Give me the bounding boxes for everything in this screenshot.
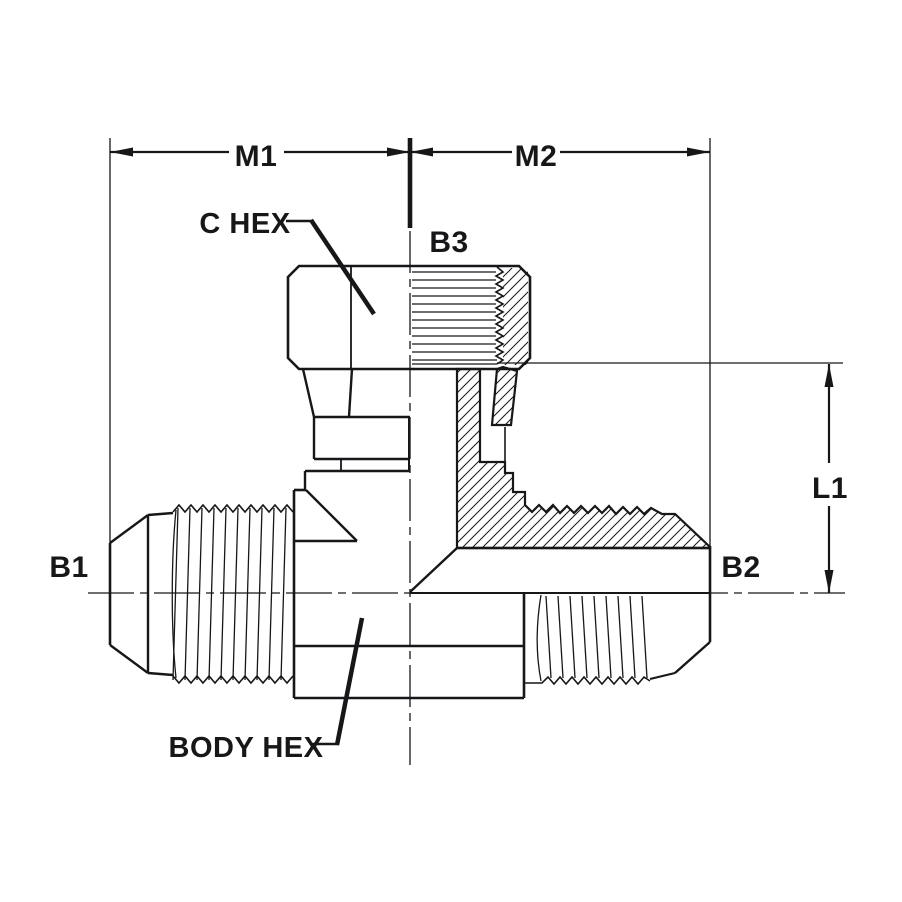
- dimension-m2: [410, 138, 711, 546]
- body-corner-chamfer: [305, 489, 358, 542]
- labels: M1 M2 B3 B1 B2 L1 C HEX BODY HEX: [49, 140, 848, 764]
- port-label-b2: B2: [721, 551, 760, 584]
- l1-arrow-bottom: [824, 570, 834, 593]
- left-male-end: [108, 503, 294, 685]
- right-thread-lines: [536, 594, 648, 682]
- dimension-l1: [497, 362, 843, 593]
- nut-internal-threads: [412, 271, 497, 365]
- left-nose-bottom: [147, 671, 174, 677]
- right-nose-bottom: [649, 672, 676, 680]
- dimension-label-m2: M2: [515, 140, 558, 173]
- centerlines: [88, 231, 845, 765]
- port-label-b1: B1: [49, 551, 88, 584]
- body-hex-leader: [334, 617, 365, 746]
- nut-thread-serration: [494, 266, 505, 365]
- swivel-nut: [286, 264, 532, 490]
- nut-section-hatch: [503, 268, 528, 365]
- left-cone-top: [109, 514, 149, 544]
- callout-label-c-hex: C HEX: [199, 208, 290, 240]
- swivel-collar: [301, 368, 410, 490]
- left-cone-bottom: [109, 644, 149, 674]
- section-hatching: [455, 268, 712, 550]
- dimension-label-l1: L1: [812, 472, 848, 505]
- right-male-end: [524, 546, 712, 686]
- nut-outline: [286, 264, 532, 371]
- port-label-b3: B3: [429, 226, 468, 259]
- right-thread-crest-bottom: [524, 675, 651, 686]
- left-thread-lines: [171, 507, 287, 681]
- m1-arrow-left: [110, 147, 133, 157]
- dimension-m1: [109, 138, 413, 543]
- bore-chamfer: [409, 547, 458, 593]
- left-nose-top: [147, 511, 174, 517]
- m2-arrow-right: [687, 147, 710, 157]
- callout-label-body-hex: BODY HEX: [169, 732, 324, 764]
- body-section: [455, 367, 712, 550]
- leader-lines: [286, 218, 376, 746]
- nut-skirt-section: [490, 365, 519, 427]
- left-thread-crest-top: [172, 503, 294, 514]
- m2-arrow-left: [410, 147, 433, 157]
- l1-arrow-top: [824, 364, 834, 387]
- fitting-body: [292, 488, 710, 700]
- dimension-label-m1: M1: [235, 140, 278, 173]
- m1-arrow-right: [387, 147, 410, 157]
- right-cone-bottom: [674, 641, 711, 674]
- c-hex-leader: [309, 218, 376, 316]
